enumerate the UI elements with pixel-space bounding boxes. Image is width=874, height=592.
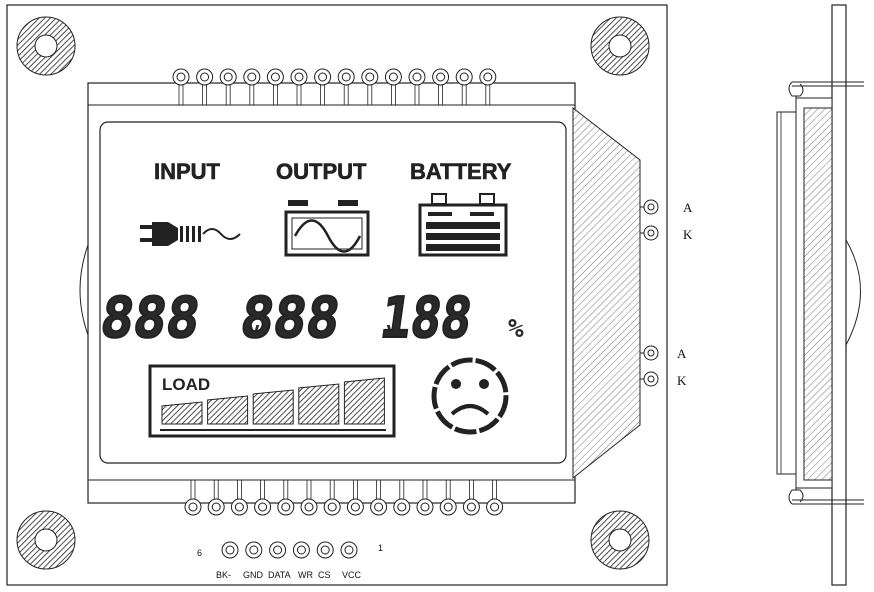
- connector-pin: [245, 541, 263, 559]
- input-unit: v: [248, 317, 260, 341]
- load-segment: [207, 395, 249, 425]
- bottom-pin: [486, 480, 504, 516]
- battery-icon: [418, 193, 508, 257]
- connector-pin: [269, 541, 287, 559]
- mounting-hole-top-right: [590, 16, 650, 76]
- load-segments: [161, 377, 385, 425]
- mounting-hole-bottom-right: [590, 510, 650, 570]
- load-label: LOAD: [162, 375, 210, 394]
- load-bar-graph: LOAD: [148, 364, 396, 438]
- load-segment: [252, 389, 294, 425]
- connector-pin-label: VCC: [342, 570, 362, 580]
- bottom-pin: [393, 480, 411, 516]
- backlight-pins-bottom: A K: [640, 345, 687, 388]
- output-voltage-readout: 888 v: [236, 285, 398, 352]
- top-pin: [243, 68, 261, 105]
- connector-pin-label: DATA: [268, 570, 291, 580]
- connector-pins: [221, 541, 358, 559]
- bottom-pin: [323, 480, 341, 516]
- connector-header: 6 1 BK- GND DATA WR CS VCC: [197, 541, 383, 580]
- connector-pin-label: BK-: [216, 570, 231, 580]
- bottom-pin: [370, 480, 388, 516]
- mounting-hole-top-left: [16, 16, 76, 76]
- bottom-pin-row: [184, 480, 504, 516]
- side-glass: [776, 111, 797, 475]
- connector-pin: [340, 541, 358, 559]
- battery-percent-readout: 188 %: [376, 285, 524, 352]
- cathode-label-top: K: [683, 227, 693, 242]
- load-segment: [298, 383, 340, 425]
- bottom-pin: [416, 480, 434, 516]
- side-pin-top: [788, 81, 864, 100]
- cathode-label-bottom: K: [677, 373, 687, 388]
- top-pin: [219, 68, 237, 105]
- mounting-hole-bottom-left: [16, 510, 76, 570]
- load-segment: [343, 377, 385, 425]
- output-unit: v: [386, 317, 398, 341]
- bottom-pin: [300, 480, 318, 516]
- input-digits: 888: [97, 286, 204, 351]
- top-pin: [314, 68, 332, 105]
- battery-label: BATTERY: [410, 159, 512, 184]
- top-pin: [408, 68, 426, 105]
- battery-digits: 188: [377, 286, 476, 351]
- input-label: INPUT: [154, 159, 221, 184]
- connector-pin: [221, 541, 239, 559]
- bottom-pin: [207, 480, 225, 516]
- anode-label-bottom: A: [677, 346, 687, 361]
- bottom-pin: [277, 480, 295, 516]
- front-view: INPUT OUTPUT BATTERY: [6, 4, 693, 586]
- frame-side-bulge-left: [79, 244, 89, 336]
- top-pin: [479, 68, 497, 105]
- connector-pin-label: WR: [298, 570, 313, 580]
- plug-icon: [140, 222, 241, 246]
- connector-pin-label: CS: [318, 570, 331, 580]
- bottom-pin: [462, 480, 480, 516]
- side-bulge: [845, 239, 861, 346]
- top-pin: [337, 68, 355, 105]
- pin-6-label: 6: [197, 548, 202, 558]
- bottom-pin: [184, 480, 202, 516]
- top-pin: [432, 68, 450, 105]
- top-pin: [196, 68, 214, 105]
- bottom-pin: [346, 480, 364, 516]
- side-pcb: [831, 4, 847, 586]
- top-pin: [361, 68, 379, 105]
- side-view: [776, 4, 864, 586]
- top-pin: [384, 68, 402, 105]
- sine-wave-output-icon: [284, 200, 370, 257]
- side-pin-bottom: [788, 486, 864, 505]
- top-pin: [266, 68, 284, 105]
- connector-pin-label: GND: [243, 570, 264, 580]
- anode-label-top: A: [683, 200, 693, 215]
- bottom-pin: [254, 480, 272, 516]
- load-segment: [161, 401, 203, 425]
- connector-pin-labels: BK- GND DATA WR CS VCC: [216, 570, 362, 580]
- pin-1-label: 1: [378, 543, 383, 553]
- top-pin: [172, 68, 190, 105]
- connector-pin: [292, 541, 310, 559]
- bottom-pin: [439, 480, 457, 516]
- side-lcd-hatched: [803, 107, 833, 481]
- battery-unit: %: [508, 314, 524, 344]
- sad-face-icon: [431, 357, 509, 435]
- top-pin: [290, 68, 308, 105]
- top-pin: [455, 68, 473, 105]
- bottom-pin: [230, 480, 248, 516]
- connector-pin: [316, 541, 334, 559]
- output-label: OUTPUT: [276, 159, 367, 184]
- top-pin-row: [172, 68, 497, 105]
- backlight-pins-top: A K: [640, 199, 693, 242]
- input-voltage-readout: 888 v: [96, 285, 260, 352]
- output-digits: 888: [237, 286, 344, 351]
- backlight-wedge: [572, 106, 641, 480]
